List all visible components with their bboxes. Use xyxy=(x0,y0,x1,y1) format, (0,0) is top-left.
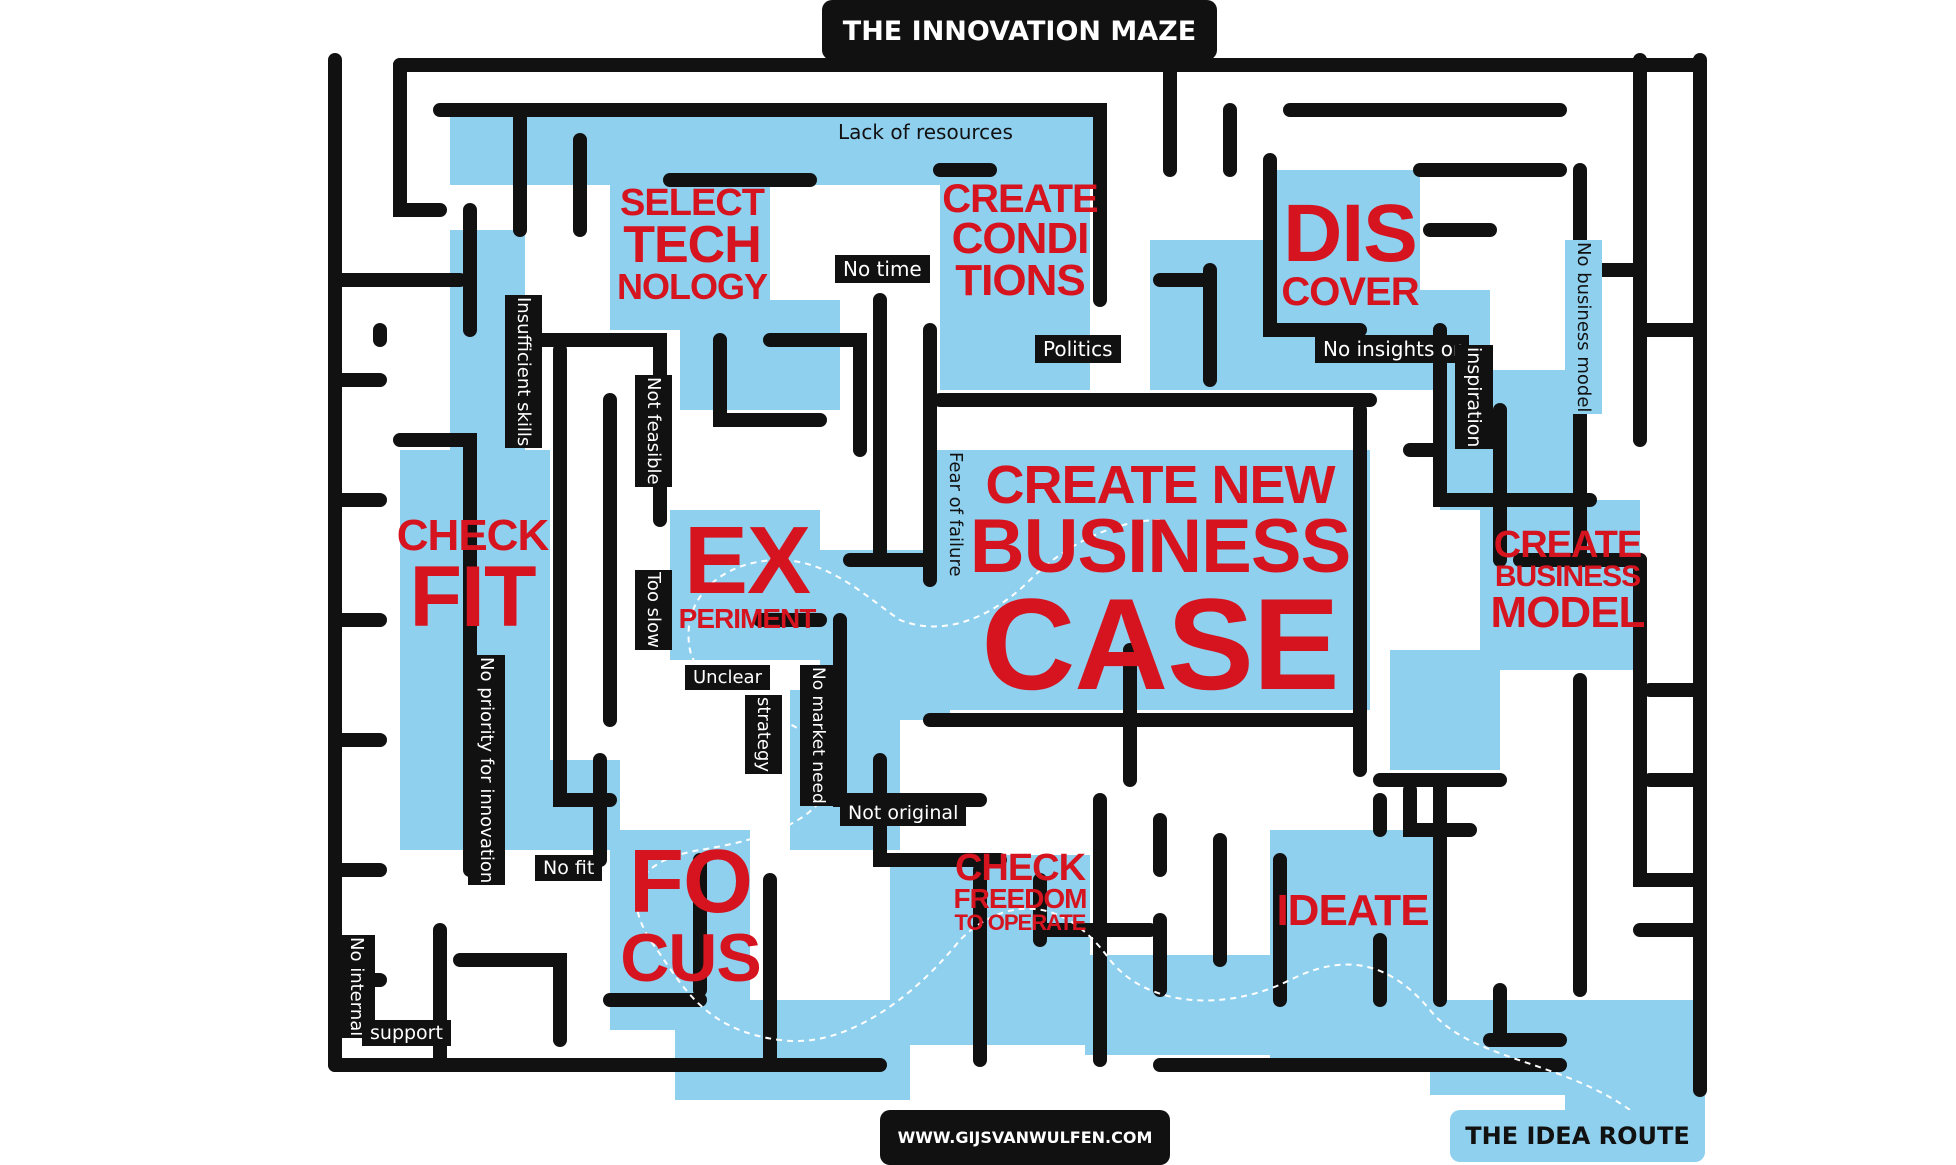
business-bm-label: BUSINESS xyxy=(1494,560,1641,594)
stage-discover: DIS COVER xyxy=(1270,188,1430,314)
nology-label: NOLOGY xyxy=(616,266,768,308)
obstacle-fear-of-failure: Fear of failure xyxy=(937,450,974,579)
obstacle-inspiration: inspiration xyxy=(1455,345,1493,450)
ex-label: EX xyxy=(683,507,811,614)
page-title: THE INNOVATION MAZE xyxy=(822,6,1217,56)
select-label: SELECT xyxy=(620,182,765,224)
case-label: CASE xyxy=(981,571,1339,718)
stage-check-freedom-to-operate: CHECK FREEDOM TO OPERATE xyxy=(940,847,1100,935)
to-operate-label: TO OPERATE xyxy=(954,909,1087,935)
obstacle-not-original: Not original xyxy=(840,800,967,826)
tions-label: TIONS xyxy=(955,255,1085,305)
obstacle-no-time: No time xyxy=(835,255,930,283)
stage-check-fit: CHECK FIT xyxy=(395,511,550,645)
check-fto-label: CHECK xyxy=(954,847,1086,889)
obstacle-not-feasible: Not feasible xyxy=(635,375,672,487)
obstacle-lack-of-resources: Lack of resources xyxy=(830,118,1021,146)
obstacle-insufficient-skills: Insufficient skills xyxy=(505,295,542,449)
cover-label: COVER xyxy=(1281,269,1419,314)
business-label: BUSINESS xyxy=(969,504,1352,590)
obstacle-no-fit: No fit xyxy=(535,855,603,881)
model-label: MODEL xyxy=(1490,587,1646,637)
cus-label: CUS xyxy=(620,919,762,996)
check-label: CHECK xyxy=(396,511,549,560)
obstacle-no-priority: No priority for innovation xyxy=(468,655,505,886)
create-new-label: CREATE NEW xyxy=(985,455,1336,515)
periment-label: PERIMENT xyxy=(678,603,817,635)
stage-select-technology: SELECT TECH NOLOGY xyxy=(612,182,772,308)
stage-experiment: EX PERIMENT xyxy=(672,507,822,635)
stage-create-conditions: CREATE CONDI TIONS xyxy=(940,177,1100,305)
fit-label: FIT xyxy=(409,548,537,645)
obstacle-support: support xyxy=(362,1020,451,1046)
stage-ideate: IDEATE xyxy=(1270,886,1435,935)
condi-label: CONDI xyxy=(951,214,1090,263)
website-label: WWW.GIJSVANWULFEN.COM xyxy=(880,1115,1170,1160)
dis-label: DIS xyxy=(1283,188,1418,279)
stage-create-business-model: CREATE BUSINESS MODEL xyxy=(1490,524,1646,637)
ideate-label: IDEATE xyxy=(1276,886,1429,935)
route-dashed-line xyxy=(635,519,1631,1111)
fo-label: FO xyxy=(629,832,753,932)
tech-label: TECH xyxy=(623,216,762,275)
obstacle-politics: Politics xyxy=(1035,335,1121,363)
obstacle-no-business-model: No business model xyxy=(1565,240,1602,415)
create-bm-label: CREATE xyxy=(1493,524,1642,566)
stage-focus: FO CUS xyxy=(618,832,763,996)
obstacle-too-slow: Too slow xyxy=(635,570,672,650)
create-label: CREATE xyxy=(942,177,1098,221)
obstacle-no-insights: No insights or xyxy=(1315,335,1470,363)
stage-create-new-business-case: CREATE NEW BUSINESS CASE xyxy=(960,455,1360,718)
obstacle-strategy: strategy xyxy=(745,695,782,775)
idea-route-label: THE IDEA ROUTE xyxy=(1450,1110,1705,1162)
obstacle-no-market-need: No market need xyxy=(800,665,836,806)
freedom-label: FREEDOM xyxy=(953,883,1088,915)
obstacle-unclear: Unclear xyxy=(685,665,770,690)
